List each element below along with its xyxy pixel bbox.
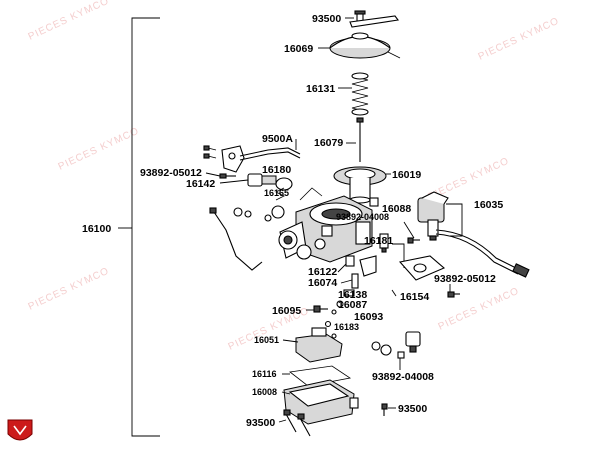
screw-93892-04008-top — [407, 237, 420, 244]
screws-93500-bottom — [283, 409, 311, 437]
fuel-hose-9500A — [239, 147, 301, 161]
jet-16088 — [369, 197, 379, 207]
svg-text:PIECES KYMCO: PIECES KYMCO — [27, 0, 112, 43]
choke-valve-16180 — [247, 173, 293, 191]
screw-16095 — [313, 305, 328, 313]
label-16165: 16165 — [264, 188, 289, 198]
label-16079: 16079 — [314, 137, 343, 149]
label-16142: 16142 — [186, 178, 215, 190]
gasket-16116 — [289, 365, 352, 387]
label-93892-04008-top: 93892-04008 — [336, 212, 389, 222]
label-16181: 16181 — [364, 235, 393, 247]
label-16093: 16093 — [354, 311, 383, 323]
label-16116: 16116 — [252, 369, 277, 379]
label-93500-bottom: 93500 — [246, 417, 275, 429]
label-16138: 16138 — [338, 289, 367, 301]
cable-bracket-9500A — [203, 145, 245, 173]
label-16088: 16088 — [382, 203, 411, 215]
label-9500A: 9500A — [262, 133, 293, 145]
label-16035: 16035 — [474, 199, 503, 211]
label-93500-top: 93500 — [312, 13, 341, 25]
screw-93892-05012-right — [447, 291, 460, 298]
label-16087: 16087 — [338, 299, 367, 311]
valve-16181 — [379, 233, 389, 253]
label-16069: 16069 — [284, 43, 313, 55]
vacuum-piston-16019 — [333, 166, 387, 204]
screw-93500-right — [381, 403, 388, 416]
small-valve-parts — [371, 331, 421, 359]
label-16100: 16100 — [82, 223, 111, 235]
left-drain-hose — [209, 207, 263, 271]
assembly-bracket — [118, 17, 160, 437]
label-16019: 16019 — [392, 169, 421, 181]
small-parts-left — [233, 205, 285, 222]
needle-16079 — [356, 117, 364, 162]
label-93892-05012-right: 93892-05012 — [434, 273, 496, 285]
label-16154: 16154 — [400, 291, 429, 303]
label-93500-right: 93500 — [398, 403, 427, 415]
label-16131: 16131 — [306, 83, 335, 95]
carb-top-cover — [329, 32, 401, 59]
svg-text:PIECES KYMCO: PIECES KYMCO — [27, 265, 112, 312]
float-16051 — [295, 327, 343, 363]
label-16095: 16095 — [272, 305, 301, 317]
svg-text:PIECES KYMCO: PIECES KYMCO — [477, 15, 562, 62]
brand-logo-shield — [7, 419, 33, 441]
screw-93500-top — [349, 10, 399, 28]
label-16183: 16183 — [334, 322, 359, 332]
gasket-plate-16154 — [398, 255, 446, 281]
auto-choke-16035 — [417, 191, 530, 278]
label-16180: 16180 — [262, 164, 291, 176]
spring-16165 — [275, 187, 285, 201]
label-16051: 16051 — [254, 335, 279, 345]
label-16074: 16074 — [308, 277, 337, 289]
label-93892-05012-left: 93892-05012 — [140, 167, 202, 179]
svg-text:PIECES KYMCO: PIECES KYMCO — [57, 125, 142, 172]
screw-93892-05012-left — [219, 173, 236, 179]
label-16008: 16008 — [252, 387, 277, 397]
label-93892-04008-bottom: 93892-04008 — [372, 371, 434, 383]
carburetor-body — [278, 187, 373, 263]
spring-16131 — [351, 72, 369, 116]
oring-16183 — [324, 320, 332, 328]
float-bowl-16008 — [283, 379, 359, 425]
jets-center — [331, 255, 377, 315]
label-16122: 16122 — [308, 266, 337, 278]
